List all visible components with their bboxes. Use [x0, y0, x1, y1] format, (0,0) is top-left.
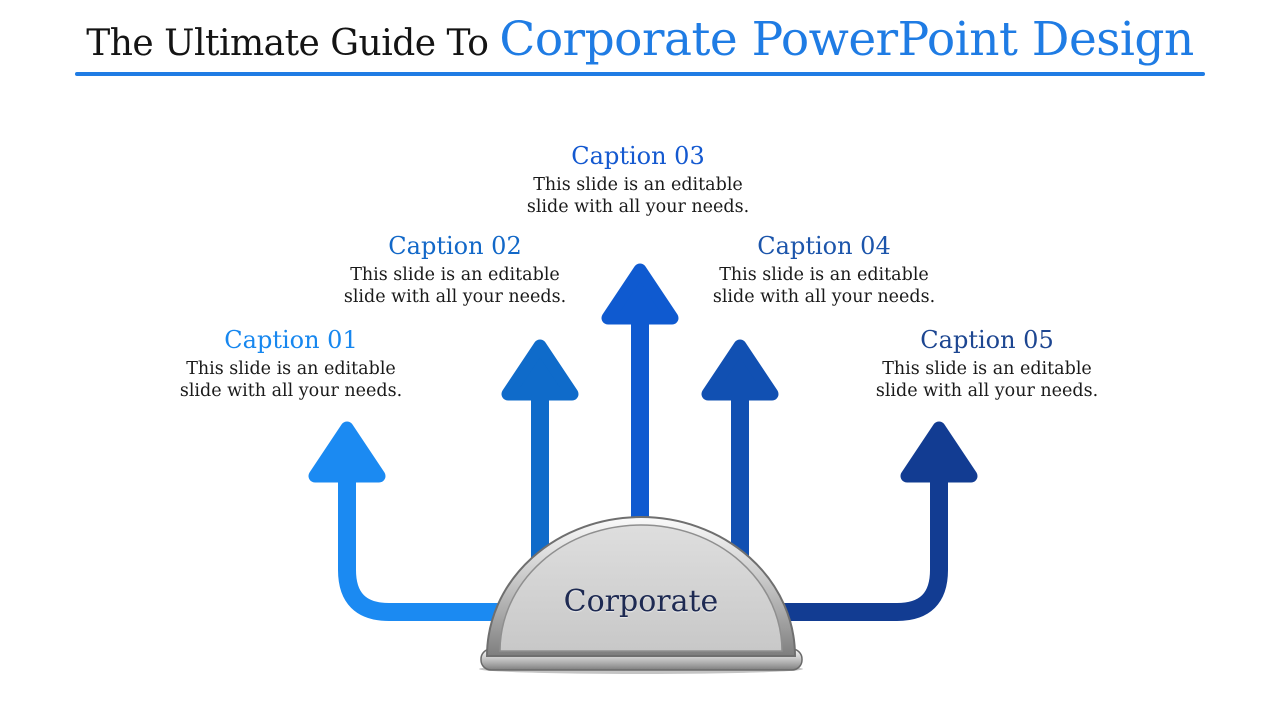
caption-4-title: Caption 04: [757, 232, 891, 260]
title-prefix: The Ultimate Guide To: [86, 23, 500, 64]
caption-2-line-1: This slide is an editable: [350, 265, 560, 285]
arrow-1: [308, 421, 572, 621]
page-title: The Ultimate Guide To Corporate PowerPoi…: [0, 12, 1280, 67]
arrow-5: [712, 421, 978, 621]
arrow-3-head: [601, 263, 679, 325]
caption-block-5: Caption 05 This slide is an editable sli…: [862, 326, 1112, 402]
caption-block-1: Caption 01 This slide is an editable sli…: [166, 326, 416, 402]
title-divider: [75, 72, 1205, 76]
caption-4-line-1: This slide is an editable: [719, 265, 929, 285]
caption-2-line-2: slide with all your needs.: [343, 287, 567, 307]
corporate-dome: [479, 516, 803, 674]
caption-block-4: Caption 04 This slide is an editable sli…: [699, 232, 949, 308]
caption-1-line-1: This slide is an editable: [186, 359, 396, 379]
caption-1-title: Caption 01: [224, 326, 358, 354]
caption-5-line-2: slide with all your needs.: [875, 381, 1099, 401]
caption-3-title: Caption 03: [571, 142, 705, 170]
arrow-1-head: [308, 421, 386, 483]
caption-block-3: Caption 03 This slide is an editable sli…: [513, 142, 763, 218]
dome-label: Corporate: [563, 584, 719, 619]
arrow-5-shaft: [712, 472, 948, 621]
arrow-4-head: [701, 339, 779, 401]
caption-5-title: Caption 05: [920, 326, 1054, 354]
caption-2-title: Caption 02: [388, 232, 522, 260]
dome-inner-panel: [499, 524, 783, 652]
arrow-2-head: [501, 339, 579, 401]
arrow-1-shaft: [338, 472, 572, 621]
caption-5-line-1: This slide is an editable: [882, 359, 1092, 379]
caption-4-line-2: slide with all your needs.: [712, 287, 936, 307]
caption-3-line-2: slide with all your needs.: [526, 197, 750, 217]
caption-3-line-1: This slide is an editable: [533, 175, 743, 195]
arrow-5-head: [900, 421, 978, 483]
title-highlight: Corporate PowerPoint Design: [499, 12, 1194, 67]
caption-block-2: Caption 02 This slide is an editable sli…: [330, 232, 580, 308]
caption-1-line-2: slide with all your needs.: [179, 381, 403, 401]
